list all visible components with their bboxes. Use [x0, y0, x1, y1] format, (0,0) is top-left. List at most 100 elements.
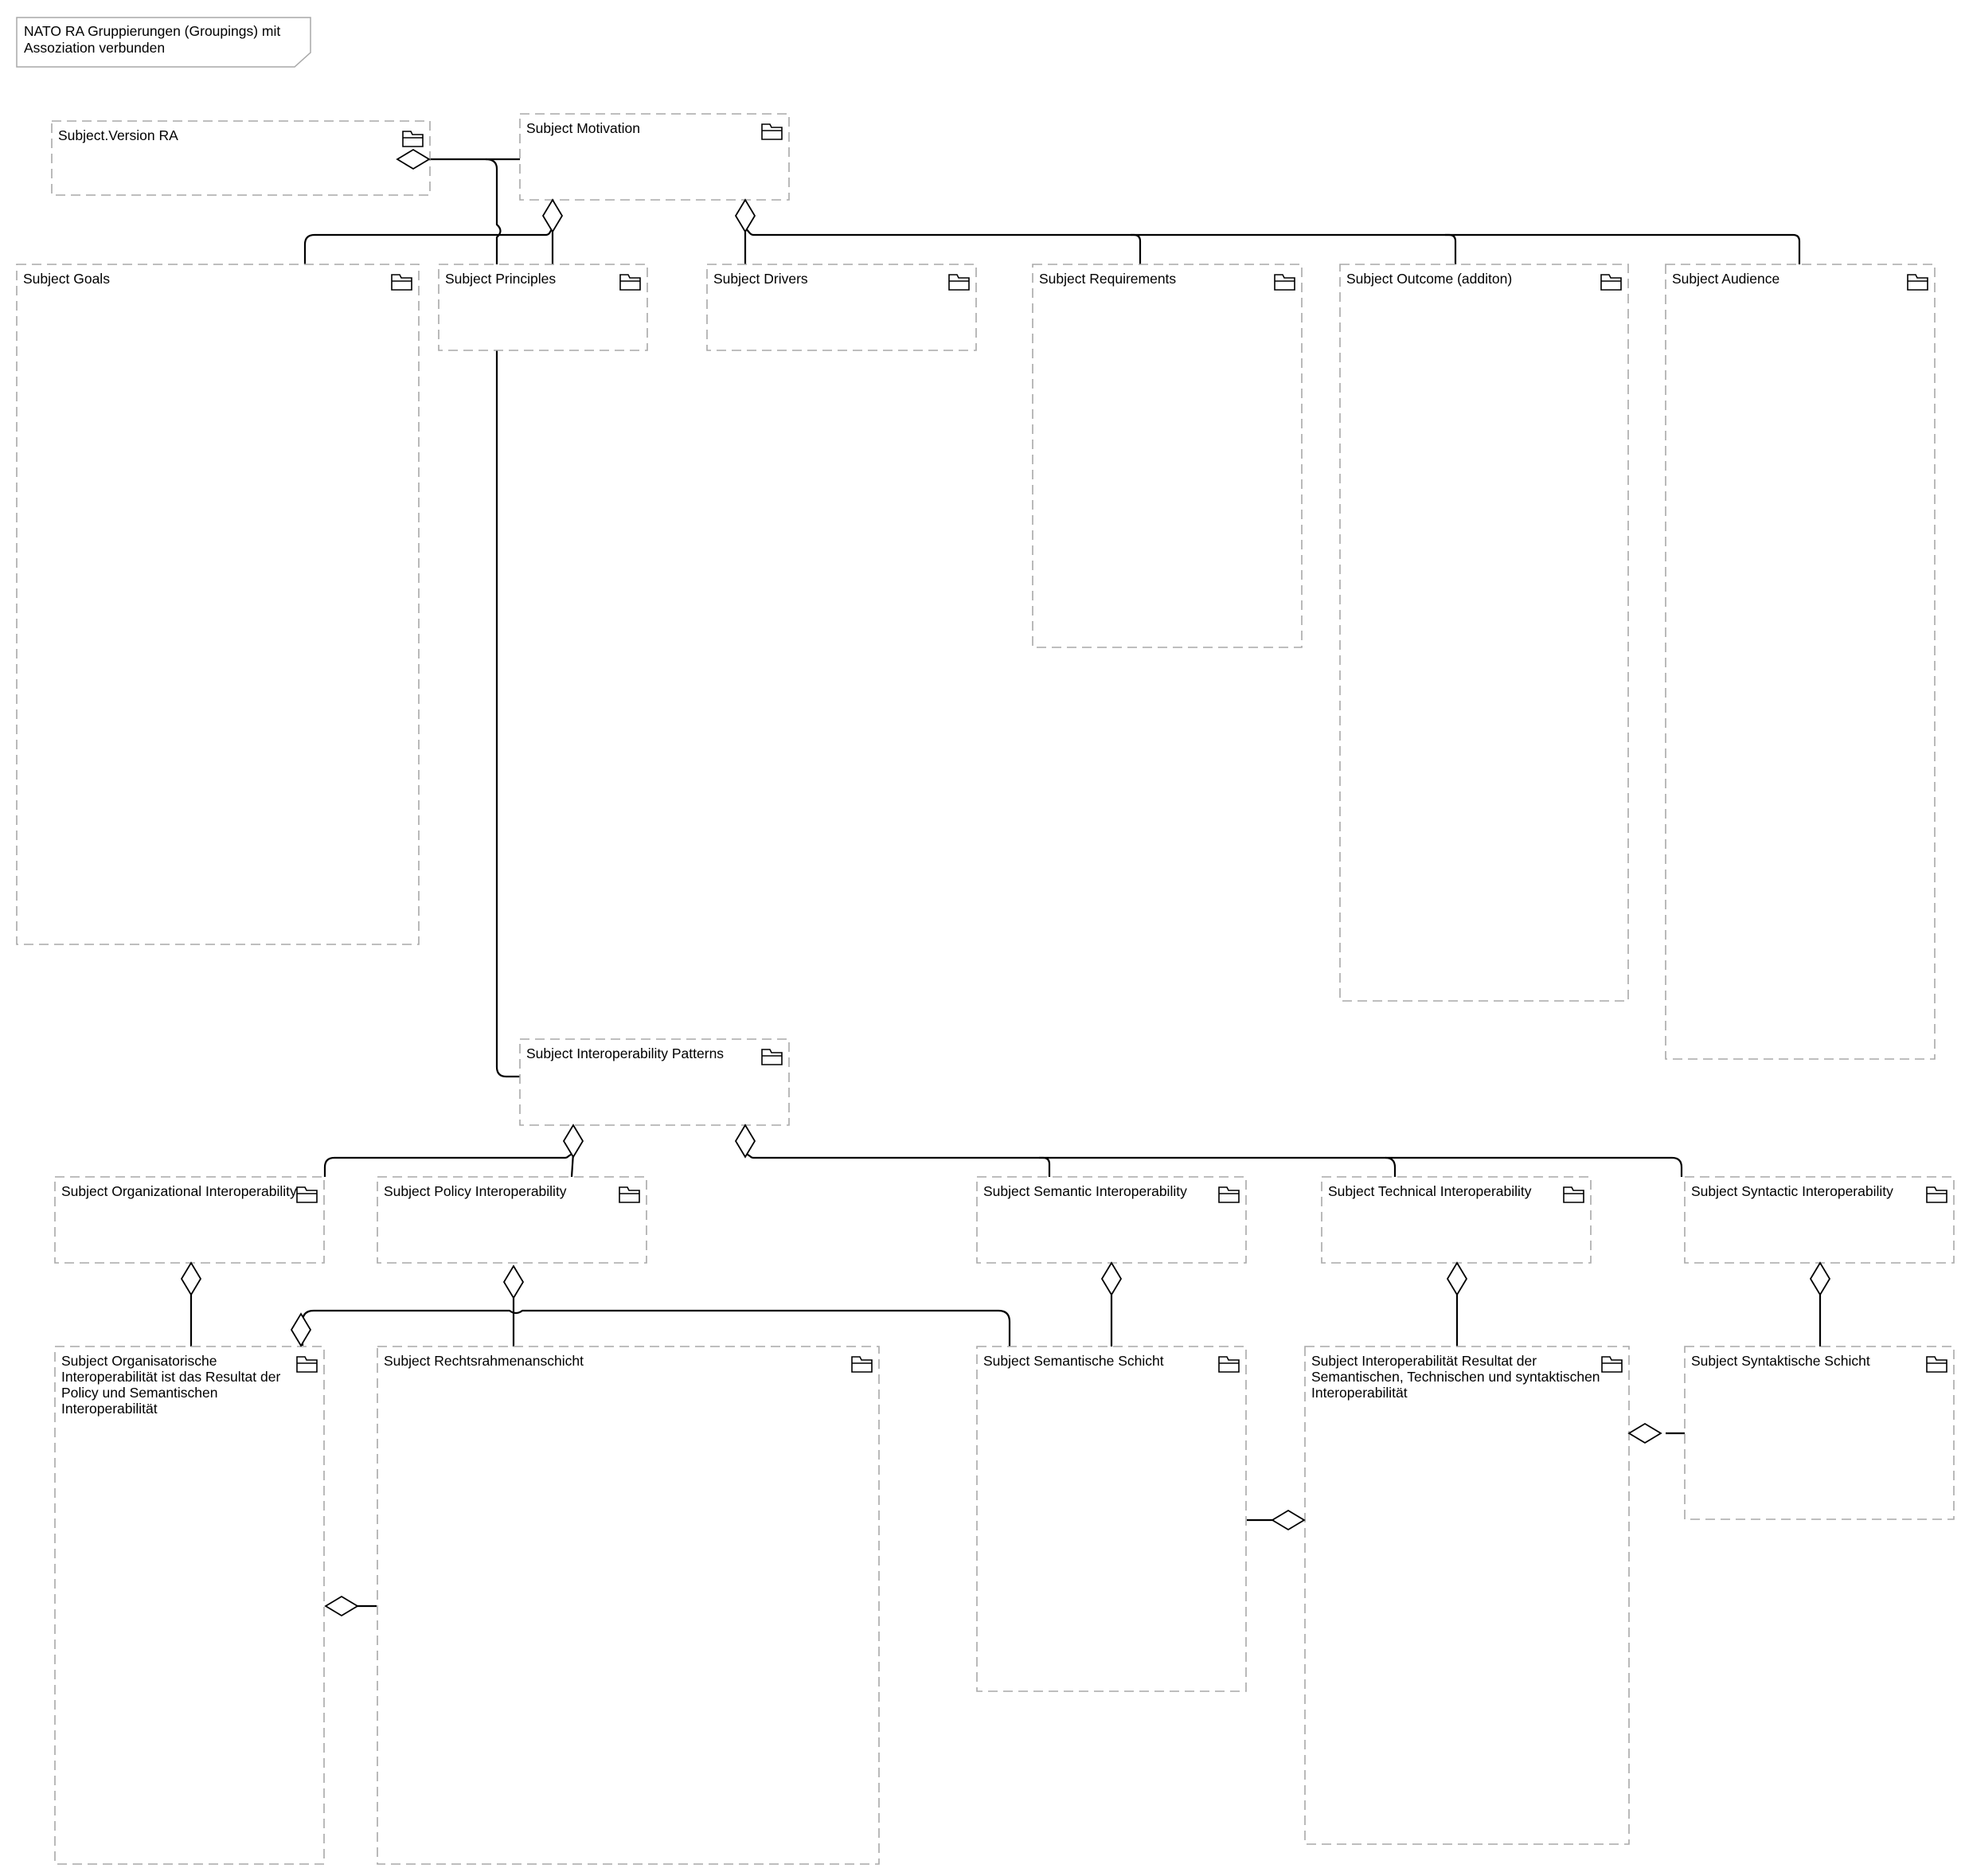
folder-icon	[619, 1186, 640, 1203]
connector-layer	[189, 158, 1822, 1608]
group-principles[interactable]: Subject Principles	[438, 264, 648, 351]
group-syntactic-interop[interactable]: Subject Syntactic Interoperability	[1684, 1176, 1955, 1264]
folder-icon	[761, 1049, 783, 1065]
group-org-interop[interactable]: Subject Organizational Interoperability	[54, 1176, 325, 1264]
diamond-layer	[180, 148, 1831, 1617]
group-outcome[interactable]: Subject Outcome (additon)	[1339, 264, 1629, 1002]
aggregation-diamond-icon	[290, 1312, 312, 1347]
connector-org-result-semantic[interactable]	[301, 1309, 1011, 1346]
group-label: Subject Syntactic Interoperability	[1691, 1183, 1893, 1199]
group-motivation[interactable]: Subject Motivation	[519, 113, 790, 201]
group-frame	[51, 120, 431, 196]
group-version-ra[interactable]: Subject.Version RA	[51, 120, 431, 196]
folder-icon	[391, 274, 412, 291]
group-interop-patterns[interactable]: Subject Interoperability Patterns	[519, 1038, 790, 1126]
group-label: Subject Principles	[445, 271, 556, 287]
folder-icon	[402, 131, 424, 147]
group-frame	[976, 1176, 1247, 1264]
group-label: Interoperabilität ist das Resultat der	[61, 1369, 280, 1385]
group-semantic-interop[interactable]: Subject Semantic Interoperability	[976, 1176, 1247, 1264]
group-label: Subject Requirements	[1039, 271, 1176, 287]
aggregation-diamond-icon	[396, 148, 431, 170]
group-org-result[interactable]: Subject OrganisatorischeInteroperabilitä…	[54, 1346, 325, 1865]
folder-icon	[1274, 274, 1295, 291]
folder-icon	[619, 274, 641, 291]
group-frame	[976, 1346, 1247, 1692]
group-label: Subject Interoperabilität Resultat der	[1311, 1353, 1537, 1369]
group-label: Subject Motivation	[526, 120, 640, 136]
folder-icon	[761, 123, 783, 140]
group-label: Subject Semantische Schicht	[983, 1353, 1164, 1369]
note-line-2: Assoziation verbunden	[24, 40, 165, 56]
folder-icon	[948, 274, 970, 291]
group-policy-interop[interactable]: Subject Policy Interoperability	[377, 1176, 647, 1264]
aggregation-diamond-icon	[1446, 1261, 1468, 1296]
folder-icon	[1926, 1356, 1947, 1373]
group-label: Subject.Version RA	[58, 127, 178, 143]
group-frame	[1321, 1176, 1592, 1264]
group-frame	[54, 1176, 325, 1264]
aggregation-diamond-icon	[180, 1261, 202, 1296]
aggregation-diamond-icon	[1100, 1261, 1123, 1296]
group-frame	[1339, 264, 1629, 1002]
group-label: Subject Organisatorische	[61, 1353, 217, 1369]
folder-icon	[1907, 274, 1928, 291]
group-frame	[54, 1346, 325, 1865]
group-requirements[interactable]: Subject Requirements	[1032, 264, 1303, 648]
group-frame	[438, 264, 648, 351]
connector-motivation-outcome[interactable]	[1131, 233, 1457, 264]
aggregation-diamond-icon	[1271, 1509, 1306, 1531]
group-label: Subject Goals	[23, 271, 110, 287]
folder-icon	[296, 1186, 318, 1203]
folder-icon	[1563, 1186, 1584, 1203]
folder-icon	[1601, 1356, 1623, 1373]
group-label: Policy und Semantischen	[61, 1385, 218, 1401]
diagram-note: NATO RA Gruppierungen (Groupings) mit As…	[16, 17, 311, 68]
group-audience[interactable]: Subject Audience	[1665, 264, 1936, 1060]
group-label: Subject Outcome (additon)	[1346, 271, 1512, 287]
aggregation-diamond-icon	[502, 1264, 525, 1300]
folder-icon	[1218, 1356, 1240, 1373]
group-frame	[1684, 1346, 1955, 1520]
group-label: Subject Syntaktische Schicht	[1691, 1353, 1870, 1369]
folder-icon	[1218, 1186, 1240, 1203]
connector-version-interop-patterns[interactable]	[485, 158, 520, 1078]
group-label: Semantischen, Technischen und syntaktisc…	[1311, 1369, 1600, 1385]
group-frame	[1684, 1176, 1955, 1264]
group-frame	[1032, 264, 1303, 648]
group-technical-interop[interactable]: Subject Technical Interoperability	[1321, 1176, 1592, 1264]
group-label: Subject Semantic Interoperability	[983, 1183, 1187, 1199]
connector-patterns-technical[interactable]	[1039, 1156, 1397, 1177]
connector-motivation-goals[interactable]	[303, 227, 553, 264]
folder-icon	[296, 1356, 318, 1373]
group-label: Subject Interoperability Patterns	[526, 1045, 724, 1061]
group-frame	[519, 113, 790, 201]
connector-patterns-org[interactable]	[323, 1152, 574, 1177]
group-label: Interoperabilität	[1311, 1385, 1408, 1401]
group-frame	[1665, 264, 1936, 1060]
group-frame	[706, 264, 977, 351]
group-label: Subject Audience	[1672, 271, 1779, 287]
group-syntactic-layer[interactable]: Subject Syntaktische Schicht	[1684, 1346, 1955, 1520]
group-goals[interactable]: Subject Goals	[16, 264, 420, 945]
connector-motivation-audience[interactable]	[1445, 233, 1801, 264]
aggregation-diamond-icon	[734, 1124, 756, 1159]
connector-patterns-semantic[interactable]	[744, 1152, 1051, 1177]
groups-layer: Subject.Version RA Subject MotivationSubj…	[16, 113, 1955, 1865]
group-frame	[519, 1038, 790, 1126]
group-legal-layer[interactable]: Subject Rechtsrahmenanschicht	[377, 1346, 880, 1865]
aggregation-diamond-icon	[1809, 1261, 1831, 1296]
group-label: Subject Rechtsrahmenanschicht	[384, 1353, 584, 1369]
group-frame	[1304, 1346, 1630, 1845]
group-interop-result[interactable]: Subject Interoperabilität Resultat derSe…	[1304, 1346, 1630, 1845]
aggregation-diamond-icon	[324, 1595, 359, 1617]
group-frame	[377, 1176, 647, 1264]
group-semantic-layer[interactable]: Subject Semantische Schicht	[976, 1346, 1247, 1692]
group-frame	[377, 1346, 880, 1865]
group-frame	[16, 264, 420, 945]
group-drivers[interactable]: Subject Drivers	[706, 264, 977, 351]
aggregation-diamond-icon	[562, 1124, 584, 1159]
connector-motivation-requirements[interactable]	[744, 227, 1142, 264]
connector-patterns-syntactic[interactable]	[1385, 1156, 1683, 1177]
